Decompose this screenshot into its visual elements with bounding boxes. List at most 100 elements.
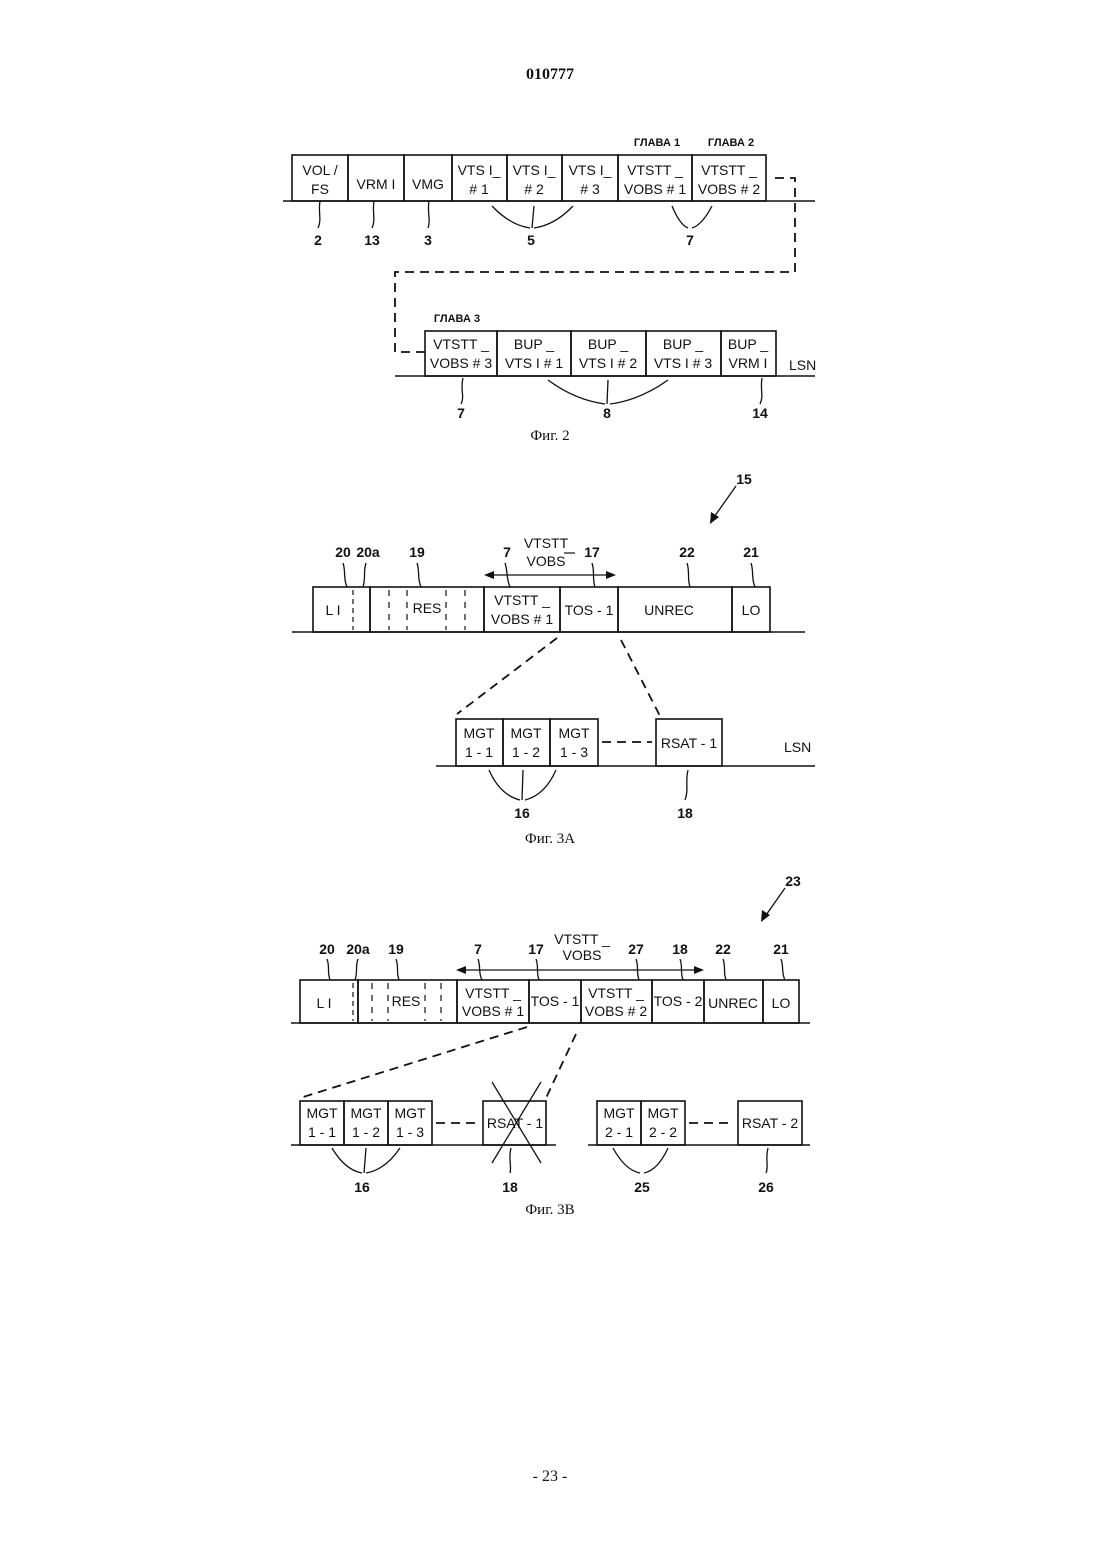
arrowhead [484,571,494,579]
ref-label: 19 [409,544,425,560]
expansion-dashed-line [621,640,660,716]
block-label: # 3 [580,181,600,197]
block-label: 1 - 2 [512,744,540,760]
block-label: VTSTT _ [433,336,489,352]
block-label: 2 - 2 [649,1124,677,1140]
block-label: UNREC [708,995,758,1011]
block-label: VTSTT _ [627,162,683,178]
block-label: RSAT - 2 [742,1115,798,1131]
ref-label: 22 [679,544,695,560]
ref-label: 14 [752,405,768,421]
fig2-row2-leaders [461,378,762,404]
ref-label: 16 [514,805,530,821]
ref-label: 8 [603,405,611,421]
block-label: MGT [603,1105,635,1121]
ref-label: 7 [503,544,511,560]
block-label: VOBS # 1 [624,181,686,197]
ref-label: 13 [364,232,380,248]
span-label: VTSTT [524,535,569,551]
block-label: L I [325,602,340,618]
arrowhead [456,966,466,974]
block-label: VOBS # 2 [698,181,760,197]
ref-label: 27 [628,941,644,957]
block-label: TOS - 2 [654,993,703,1009]
block-label: TOS - 1 [531,993,580,1009]
span-label: VOBS [527,553,566,569]
block-label: VTS I_ [513,162,556,178]
ref-label: 21 [773,941,789,957]
span-label: VTSTT _ [554,931,610,947]
ref-label: 17 [584,544,600,560]
block-label: RSAT - 1 [487,1115,543,1131]
ref-label: 22 [715,941,731,957]
block-label: VMG [412,176,444,192]
fig3b-bottom-leaders [332,1148,768,1173]
block-label: BUP _ [663,336,703,352]
ref-label: 5 [527,232,535,248]
ref-label: 18 [672,941,688,957]
ref-label: 20 [319,941,335,957]
arrowhead [694,966,704,974]
figure-3a: 15 VTSTT VOBS 20 20a 19 7 17 22 21 [292,471,815,847]
block-label: # 2 [524,181,544,197]
block-label: VTS I_ [569,162,612,178]
expansion-dashed-line [300,1027,527,1098]
ref-label: 20a [346,941,370,957]
block-label: MGT [394,1105,426,1121]
chapter-label-1: ГЛАВА 1 [634,137,680,149]
block-label: 1 - 1 [465,744,493,760]
figure-2: ГЛАВА 1 ГЛАВА 2 VOL / FS VRM I VMG VTS I… [283,137,816,444]
span-label: VOBS [563,947,602,963]
block-label: 2 - 1 [605,1124,633,1140]
ref-label: 17 [528,941,544,957]
block-label: VTS I # 2 [579,355,638,371]
ref-label: 25 [634,1179,650,1195]
expansion-dashed-line [457,638,557,714]
block-li [313,587,370,632]
block-label: MGT [306,1105,338,1121]
block-label: VOBS # 2 [585,1003,647,1019]
block-label: RSAT - 1 [661,735,717,751]
ref-label: 3 [424,232,432,248]
figure-3b: 23 VTSTT _ VOBS 20 20a 19 7 17 27 18 22 … [291,873,810,1218]
block-label: VTSTT _ [701,162,757,178]
block-label: VTSTT _ [494,592,550,608]
block-label: VTSTT _ [588,985,644,1001]
block-label: VOL / [302,162,337,178]
figure-caption: Фиг. 3B [525,1202,574,1218]
block-label: 1 - 3 [560,744,588,760]
block-label: VOBS # 3 [430,355,492,371]
block-label: MGT [510,725,542,741]
block-label: VTS I # 3 [654,355,713,371]
block-label: TOS - 1 [565,602,614,618]
ref-label: 21 [743,544,759,560]
block-label: MGT [647,1105,679,1121]
ref-label: 7 [686,232,694,248]
block-label: BUP _ [728,336,768,352]
block-label: FS [311,181,329,197]
block-label: 1 - 3 [396,1124,424,1140]
block-label: VTS I # 1 [505,355,564,371]
block-label: # 1 [469,181,489,197]
ref-label: 20 [335,544,351,560]
block-label: UNREC [644,602,694,618]
block-label: VOBS # 1 [491,611,553,627]
figure-ref-number: 15 [736,471,752,487]
block-label: VRM I [357,176,396,192]
figure-caption: Фиг. 2 [530,428,569,444]
block-label: BUP _ [514,336,554,352]
block-label: MGT [350,1105,382,1121]
lsn-axis-label: LSN [789,357,816,373]
ref-label: 18 [502,1179,518,1195]
block-label: MGT [463,725,495,741]
block-label: LO [772,995,791,1011]
ref-label: 2 [314,232,322,248]
ref-label: 20a [356,544,380,560]
figure-caption: Фиг. 3A [525,831,575,847]
lsn-axis-label: LSN [784,739,811,755]
block-label: 1 - 2 [352,1124,380,1140]
block-label: VOBS # 1 [462,1003,524,1019]
block-label: RES [413,600,442,616]
ref-label: 26 [758,1179,774,1195]
